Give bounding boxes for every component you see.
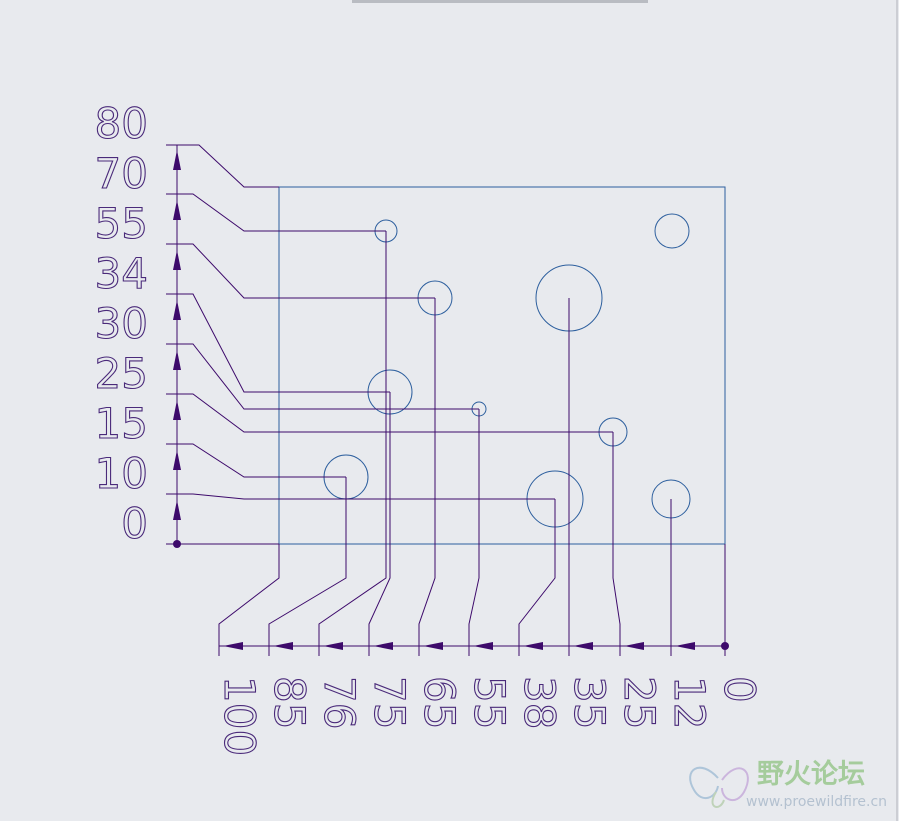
horizontal-label: 25 (615, 676, 664, 729)
part-outline (278, 186, 726, 545)
watermark-url: www.proewildfire.cn (746, 794, 887, 810)
horizontal-label: 38 (515, 676, 564, 729)
vertical-label: 30 (95, 299, 148, 348)
holes (323, 213, 691, 528)
horizontal-label: 65 (415, 676, 464, 729)
watermark-title: 野火论坛 (757, 759, 865, 790)
horizontal-origin-dot (721, 642, 729, 650)
vertical-label: 80 (95, 99, 148, 148)
ordinate-origin-dot (173, 540, 181, 548)
vertical-arrows (173, 150, 181, 548)
vertical-label: 10 (95, 449, 148, 498)
hole (654, 213, 690, 249)
horizontal-label: 100 (215, 676, 264, 756)
horizontal-label: 76 (315, 676, 364, 729)
horizontal-label: 85 (265, 676, 314, 729)
top-edge-strip (352, 0, 648, 3)
vertical-label: 55 (95, 199, 148, 248)
horizontal-labels: 0 12 25 35 38 55 65 75 76 85 100 (214, 675, 764, 756)
horizontal-label: 55 (465, 676, 514, 729)
horizontal-ordinate-leaders (218, 231, 726, 656)
vertical-label: 15 (95, 399, 148, 448)
horizontal-label: 0 (715, 676, 764, 703)
watermark: 野火论坛 www.proewildfire.cn (689, 759, 887, 810)
vertical-labels: 0 10 15 25 30 34 55 70 80 (94, 98, 149, 548)
horizontal-arrows (223, 642, 729, 650)
vertical-label: 0 (121, 499, 148, 548)
watermark-butterfly-icon (689, 766, 749, 808)
vertical-label: 25 (95, 349, 148, 398)
vertical-label: 70 (95, 149, 148, 198)
horizontal-label: 35 (565, 676, 614, 729)
horizontal-label: 12 (665, 676, 714, 729)
vertical-label: 34 (95, 249, 148, 298)
horizontal-label: 75 (365, 676, 414, 729)
vertical-ordinate-leaders (166, 144, 613, 545)
